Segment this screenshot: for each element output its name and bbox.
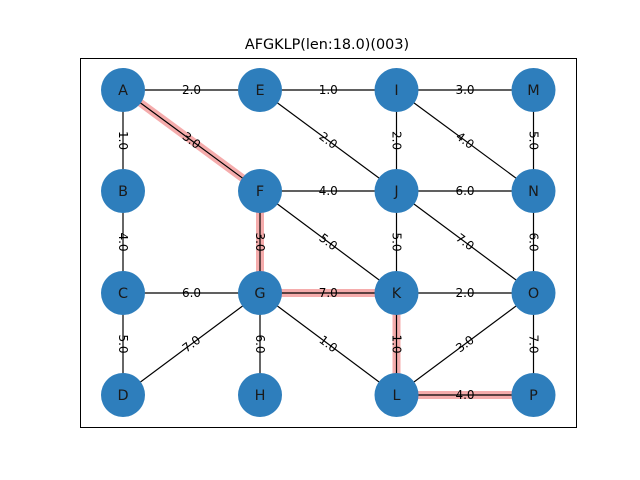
edge-A-F [122, 89, 261, 192]
node-f [238, 169, 282, 213]
node-o [511, 271, 556, 315]
node-label-a: A [118, 83, 128, 99]
edge-weight-label: 2.0 [182, 83, 201, 97]
node-h [238, 373, 282, 417]
node-label-j: J [393, 184, 398, 200]
edge-weight-label: 4.0 [116, 232, 130, 251]
node-label-f: F [256, 184, 264, 200]
edge-E-J [259, 89, 397, 192]
edge-weight-label: 1.0 [116, 131, 130, 150]
node-label-k: K [392, 286, 402, 302]
edge-weight-label: 6.0 [253, 334, 267, 353]
node-b [101, 169, 145, 213]
node-i [374, 68, 419, 112]
edge-weight-label: 1.0 [390, 334, 404, 353]
node-n [511, 169, 556, 213]
node-e [238, 68, 282, 112]
edge-weight-label: 5.0 [390, 232, 404, 251]
node-m [511, 68, 556, 112]
edge-G-D [122, 292, 261, 396]
node-label-o: O [528, 286, 539, 302]
edge-weight-label: 2.0 [455, 286, 474, 300]
edge-weight-label: 6.0 [182, 286, 201, 300]
figure-title: AFGKLP(len:18.0)(003) [245, 37, 409, 53]
edge-G-L [259, 292, 397, 396]
node-label-b: B [118, 184, 128, 200]
edge-weight-label: 6.0 [455, 184, 474, 198]
edge-weight-label: 5.0 [116, 334, 130, 353]
edge-weight-label: 7.0 [527, 334, 541, 353]
node-label-h: H [255, 388, 266, 404]
edge-weight-label: 5.0 [527, 131, 541, 150]
edge-weight-label: 7.0 [319, 286, 338, 300]
node-j [374, 169, 419, 213]
node-label-p: P [529, 388, 538, 404]
edge-I-N [396, 89, 534, 192]
edge-F-K [259, 190, 397, 294]
node-d [101, 373, 145, 417]
node-label-m: M [527, 83, 539, 99]
edge-weight-label: 4.0 [455, 388, 474, 402]
node-label-i: I [394, 83, 398, 99]
edge-weight-label: 3.0 [253, 232, 267, 251]
node-g [238, 271, 282, 315]
edge-weight-label: 2.0 [390, 131, 404, 150]
edge-L-O [396, 292, 534, 396]
node-k [374, 271, 419, 315]
node-c [101, 271, 145, 315]
edge-weight-label: 1.0 [319, 83, 338, 97]
node-label-l: L [392, 388, 400, 404]
edge-weight-label: 4.0 [319, 184, 338, 198]
node-label-c: C [118, 286, 128, 302]
plot-frame [80, 58, 577, 428]
node-p [511, 373, 556, 417]
node-label-g: G [254, 286, 265, 302]
node-a [101, 68, 145, 112]
edge-weight-label: 6.0 [527, 232, 541, 251]
node-label-d: D [117, 388, 128, 404]
node-layer: A E I M B F J N C G K O D H L P [101, 68, 556, 417]
node-l [374, 373, 419, 417]
edge-weight-label: 3.0 [455, 83, 474, 97]
node-label-e: E [255, 83, 264, 99]
edge-J-O [396, 190, 534, 294]
node-label-n: N [528, 184, 539, 200]
